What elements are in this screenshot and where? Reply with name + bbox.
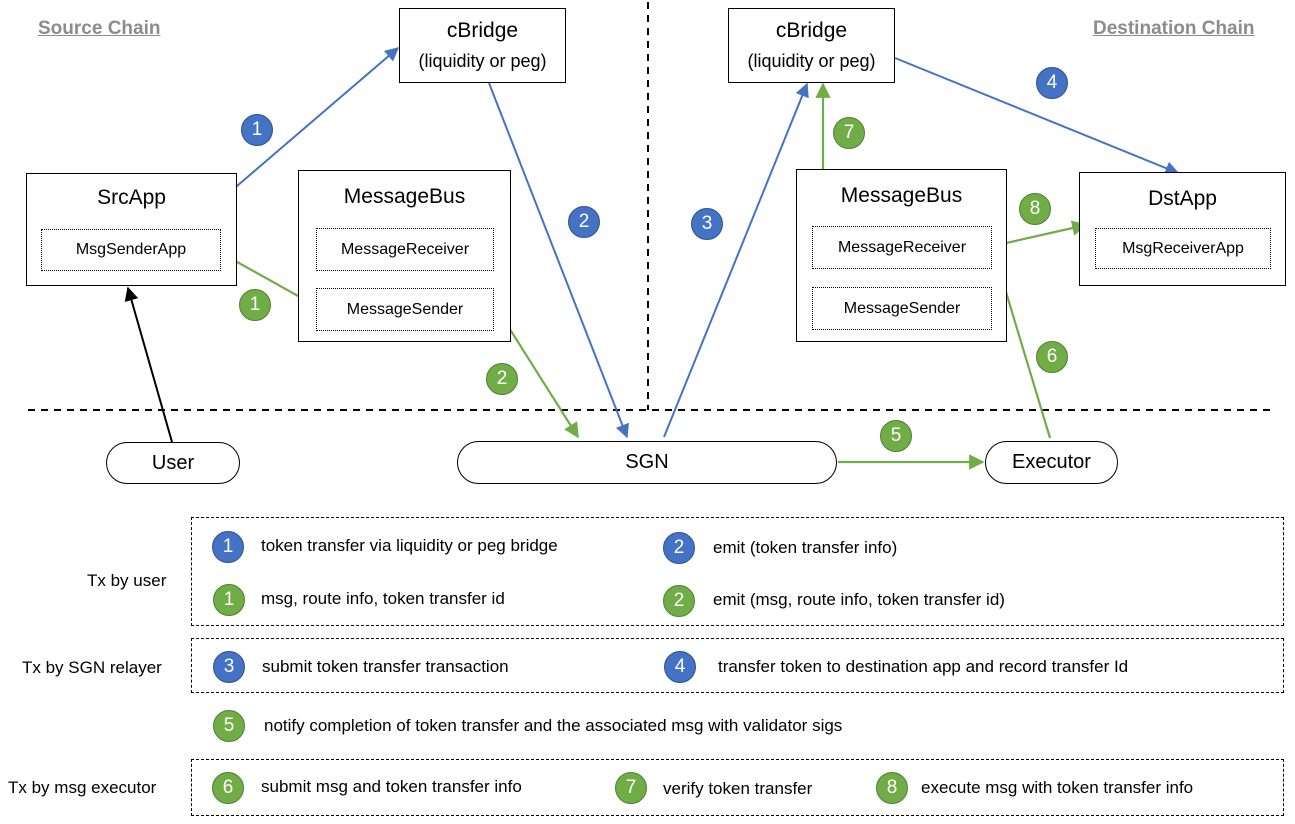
source-cbridge-box: cBridge (liquidity or peg) bbox=[399, 8, 566, 83]
destination-message-receiver: MessageReceiver bbox=[812, 226, 992, 269]
legend-text-blue-3: submit token transfer transaction bbox=[262, 657, 509, 676]
legend-badge-blue-3: 3 bbox=[213, 651, 245, 683]
legend-text-blue-4: transfer token to destination app and re… bbox=[718, 657, 1129, 676]
destination-message-bus-box: MessageBus MessageReceiver MessageSender bbox=[796, 169, 1007, 342]
dst-app-title: DstApp bbox=[1148, 187, 1217, 210]
src-app-title: SrcApp bbox=[97, 186, 166, 209]
legend-badge-green-2: 2 bbox=[663, 585, 695, 617]
executor-node: Executor bbox=[985, 441, 1118, 484]
destination-message-sender: MessageSender bbox=[812, 287, 992, 330]
arrow-b3 bbox=[663, 82, 809, 438]
legend-box-tx-by-executor bbox=[191, 759, 1284, 816]
legend-text-blue-1: token transfer via liquidity or peg brid… bbox=[261, 536, 558, 555]
legend-text-green-5: notify completion of token transfer and … bbox=[264, 716, 843, 735]
arrow-b2 bbox=[488, 82, 629, 439]
legend-label-tx-by-sgn: Tx by SGN relayer bbox=[22, 658, 162, 677]
source-message-receiver: MessageReceiver bbox=[316, 228, 494, 271]
flow-badge-blue-2: 2 bbox=[568, 206, 600, 238]
flow-badge-green-6: 6 bbox=[1036, 341, 1068, 373]
destination-message-bus-title: MessageBus bbox=[840, 184, 963, 207]
source-message-bus-title: MessageBus bbox=[343, 185, 466, 208]
flow-badge-blue-3: 3 bbox=[691, 208, 723, 240]
legend-badge-green-1: 1 bbox=[213, 584, 245, 616]
destination-cbridge-title: cBridge bbox=[775, 19, 848, 42]
flow-badge-blue-1: 1 bbox=[241, 114, 273, 146]
source-message-bus-box: MessageBus MessageReceiver MessageSender bbox=[298, 170, 511, 342]
legend-text-green-6: submit msg and token transfer info bbox=[261, 777, 522, 796]
legend-box-tx-by-sgn bbox=[191, 638, 1284, 693]
sgn-node: SGN bbox=[457, 441, 837, 484]
legend-label-tx-by-executor: Tx by msg executor bbox=[8, 778, 157, 797]
legend-text-green-1: msg, route info, token transfer id bbox=[261, 589, 505, 608]
legend-badge-green-7: 7 bbox=[615, 772, 647, 804]
legend-label-tx-by-user: Tx by user bbox=[87, 571, 167, 590]
source-cbridge-subtitle: (liquidity or peg) bbox=[418, 51, 547, 71]
msg-sender-app: MsgSenderApp bbox=[41, 229, 221, 271]
source-message-sender: MessageSender bbox=[316, 288, 494, 331]
legend-badge-blue-1: 1 bbox=[212, 531, 244, 563]
flow-badge-green-8: 8 bbox=[1019, 193, 1051, 225]
legend-text-blue-2: emit (token transfer info) bbox=[713, 538, 898, 557]
source-cbridge-title: cBridge bbox=[446, 19, 519, 42]
legend-badge-green-6: 6 bbox=[212, 772, 244, 804]
destination-chain-label: Destination Chain bbox=[1093, 18, 1255, 39]
arrow-user-to-srcapp bbox=[124, 286, 173, 443]
legend-text-green-8: execute msg with token transfer info bbox=[921, 778, 1194, 797]
legend-badge-blue-2: 2 bbox=[663, 532, 695, 564]
arrow-g2 bbox=[498, 311, 579, 439]
legend-box-tx-by-user bbox=[191, 517, 1284, 626]
user-node: User bbox=[106, 442, 240, 484]
dst-app-box: DstApp MsgReceiverApp bbox=[1079, 172, 1286, 286]
legend-badge-blue-4: 4 bbox=[664, 651, 696, 683]
legend-text-green-2: emit (msg, route info, token transfer id… bbox=[713, 590, 1005, 609]
destination-cbridge-subtitle: (liquidity or peg) bbox=[747, 51, 876, 71]
legend-text-green-7: verify token transfer bbox=[663, 779, 813, 798]
flow-badge-green-1: 1 bbox=[239, 289, 271, 321]
flow-badge-blue-4: 4 bbox=[1036, 67, 1068, 99]
destination-cbridge-box: cBridge (liquidity or peg) bbox=[728, 8, 895, 83]
flow-badge-green-2: 2 bbox=[486, 363, 518, 395]
src-app-box: SrcApp MsgSenderApp bbox=[26, 173, 237, 286]
arrow-b4 bbox=[894, 57, 1180, 175]
legend-badge-green-8: 8 bbox=[876, 772, 908, 804]
arrow-g8 bbox=[992, 220, 1088, 248]
legend-badge-green-5: 5 bbox=[213, 710, 245, 742]
source-chain-label: Source Chain bbox=[38, 18, 161, 39]
flow-badge-green-7: 7 bbox=[833, 117, 865, 149]
flow-badge-green-5: 5 bbox=[880, 420, 912, 452]
msg-receiver-app: MsgReceiverApp bbox=[1095, 228, 1271, 269]
